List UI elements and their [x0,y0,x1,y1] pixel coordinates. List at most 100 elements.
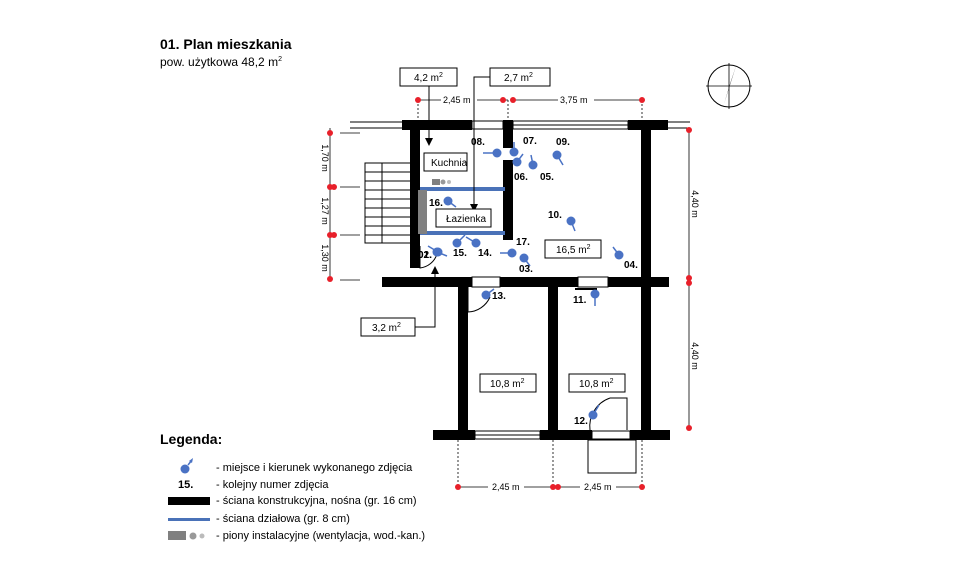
balcony-outline [587,439,637,474]
camera-position-icon [614,250,624,260]
camera-position-icon [471,238,481,248]
plan-title: 01. Plan mieszkania [160,36,292,52]
photo-number-label: 05. [540,172,554,183]
camera-position-icon [588,410,598,420]
svg-text:4,2 m2: 4,2 m2 [414,72,443,84]
photo-number-label: 12. [574,416,588,427]
photo-marker-12: 12. [574,404,600,427]
camera-position-icon [528,160,538,170]
partition-walls [420,187,505,235]
photo-marker-4: 04. [612,246,638,271]
room-area-label: 16,5 m2 [544,239,602,259]
camera-position-icon [492,148,502,158]
legend-partition-wall-line [168,518,210,521]
svg-text:16,5 m2: 16,5 m2 [556,244,591,256]
svg-text:10,8 m2: 10,8 m2 [490,378,525,390]
callout-value: 4,2 m [414,73,439,84]
photo-number-label: 01. [418,250,432,261]
photo-marker-10: 10. [548,210,576,232]
legend-item: - ściana działowa (gr. 8 cm) [160,512,480,528]
usable-area-text: pow. użytkowa 48,2 m [160,55,279,69]
camera-position-icon [443,196,453,206]
room-label-lazienka: Łazienka [435,208,492,228]
photo-marker-6: 06. [512,153,528,183]
room-label-kuchnia: Kuchnia [423,152,468,172]
legend-item: 15. - kolejny numer zdjęcia [160,478,480,494]
photo-number-label: 06. [514,172,528,183]
photo-marker-13: 13. [481,288,506,302]
room-area-label: 10,8 m2 [479,373,537,393]
legend-text: - ściana konstrukcyjna, nośna (gr. 16 cm… [216,495,417,507]
photo-marker-14: 14. [465,236,492,259]
legend-installation-riser-icon [168,531,205,540]
photo-number-label: 16. [429,198,443,209]
room-area-sup: 2 [587,244,591,251]
area-callout: 2,7 m2 [470,67,551,212]
svg-text:10,8 m2: 10,8 m2 [579,378,614,390]
camera-position-icon [590,289,600,299]
legend-bearing-wall-line [168,497,210,505]
photo-marker-15: 15. [452,234,467,259]
legend-photo-marker-icon [180,458,193,474]
photo-marker-9: 09. [552,137,570,166]
installation-riser-icon [418,179,451,234]
camera-position-icon [432,247,442,257]
photo-number-label: 17. [516,237,530,248]
photo-number-label: 09. [556,137,570,148]
legend-item: - miejsce i kierunek wykonanego zdjęcia [160,461,480,477]
camera-position-icon [452,238,462,248]
photo-number-label: 11. [573,295,587,306]
legend-item: - piony instalacyjne (wentylacja, wod.-k… [160,529,480,545]
room-area-value: 10,8 m [579,379,610,390]
photo-markers: 01.02. 03. 04. 05. 06. 07. 08. 09. 10. 11. 12. 13. 1… [418,136,638,427]
dimension-right-2: 4,40 m [690,342,700,370]
dimension-left-2: 1,27 m [320,197,330,225]
photo-number-label: 03. [519,264,533,275]
photo-number-label: 15. [453,248,467,259]
legend-text: - piony instalacyjne (wentylacja, wod.-k… [216,530,426,542]
camera-position-icon [512,157,522,167]
room-area-sup: 2 [521,378,525,385]
photo-number-label: 04. [624,260,638,271]
callout-sup: 2 [397,322,401,329]
photo-marker-8: 08. [471,137,502,158]
photo-marker-5: 05. [528,154,554,183]
camera-position-icon [566,216,576,226]
bearing-wall-line [160,494,208,510]
svg-text:2,7 m2: 2,7 m2 [504,72,533,84]
photo-marker-16: 16. [429,196,457,209]
camera-position-icon [481,290,491,300]
photo-number-label: 13. [492,291,506,302]
staircase-icon [364,162,412,244]
room-area-value: 16,5 m [556,245,587,256]
callout-value: 3,2 m [372,323,397,334]
photo-number-label: 02. [418,250,432,261]
svg-text:3,2 m2: 3,2 m2 [372,322,401,334]
bearing-walls [382,120,670,440]
legend-text: - kolejny numer zdjęcia [216,479,329,491]
north-arrow-icon [706,63,752,109]
photo-marker-3: 03. [519,253,533,275]
dimension-top-1: 2,45 m [443,95,471,105]
legend-text: - ściana działowa (gr. 8 cm) [216,513,350,525]
legend-item: - ściana konstrukcyjna, nośna (gr. 16 cm… [160,494,480,510]
room-area-sup: 2 [610,378,614,385]
dimension-left-1: 1,70 m [320,144,330,172]
legend-text: - miejsce i kierunek wykonanego zdjęcia [216,462,413,474]
legend-title: Legenda: [160,431,223,447]
photo-marker-11: 11. [573,289,600,306]
room-label-text: Kuchnia [431,158,468,169]
camera-position-icon [507,248,517,258]
dimension-top-2: 3,75 m [560,95,588,105]
dimension-left-3: 1,30 m [320,244,330,272]
photo-number-label: 10. [548,210,562,221]
photo-marker-7: 07. [509,136,537,157]
camera-position-icon [519,253,529,263]
callout-sup: 2 [439,72,443,79]
area-callout: 3,2 m2 [360,266,439,337]
dimension-right-1: 4,40 m [690,190,700,218]
photo-marker-icon [160,461,208,477]
dimension-bottom-1: 2,45 m [492,482,520,492]
dimension-bottom-2: 2,45 m [584,482,612,492]
